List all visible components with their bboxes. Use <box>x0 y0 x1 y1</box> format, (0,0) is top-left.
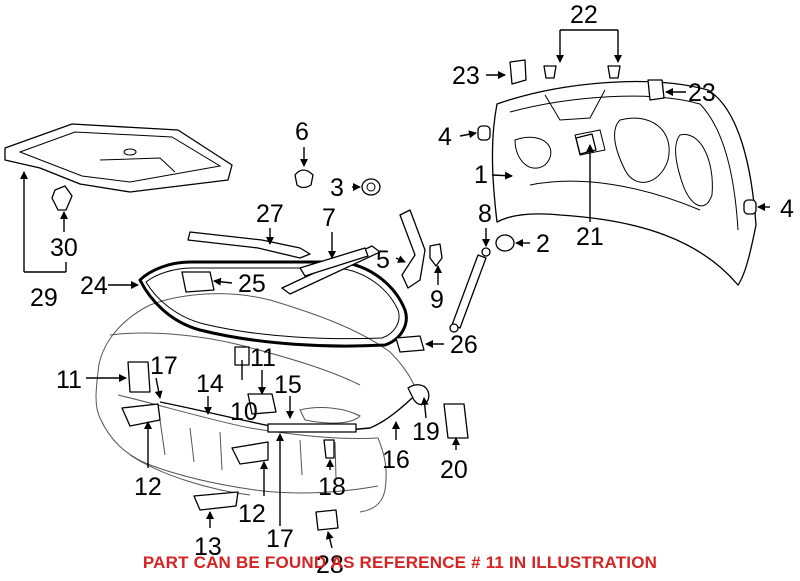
callout-8: 8 <box>478 200 492 228</box>
support-11a <box>127 361 151 393</box>
bumper-stop-2 <box>495 234 515 252</box>
callout-4-right: 4 <box>780 195 794 223</box>
callout-4-left: 4 <box>438 123 452 151</box>
leader-lines <box>20 29 770 549</box>
callout-13: 13 <box>194 533 222 561</box>
callout-19: 19 <box>412 418 440 446</box>
callout-2: 2 <box>536 230 550 258</box>
callout-17-bottom: 17 <box>266 525 294 553</box>
callout-14: 14 <box>196 370 224 398</box>
tray-13 <box>193 491 239 511</box>
callout-23-left: 23 <box>452 62 480 90</box>
callout-25: 25 <box>238 270 266 298</box>
callout-29: 29 <box>30 284 58 312</box>
callout-6: 6 <box>295 118 309 146</box>
callout-30: 30 <box>50 234 78 262</box>
callout-26: 26 <box>450 331 478 359</box>
cable-guide-28 <box>315 509 339 531</box>
bracket-23a <box>509 59 527 85</box>
callout-9: 9 <box>430 286 444 314</box>
callout-27: 27 <box>256 200 284 228</box>
callout-3: 3 <box>330 174 344 202</box>
bracket-7 <box>281 245 381 295</box>
bracket-20 <box>443 403 469 439</box>
callout-15: 15 <box>274 371 302 399</box>
hinge-5 <box>399 209 426 289</box>
callout-22: 22 <box>570 1 598 29</box>
callout-17-top: 17 <box>150 352 178 380</box>
seal-27 <box>187 231 311 259</box>
grommet-3 <box>361 178 381 196</box>
callout-11-left: 11 <box>56 366 82 394</box>
callout-24: 24 <box>80 272 108 300</box>
handle-16 <box>407 384 430 406</box>
callout-5: 5 <box>376 246 390 274</box>
striker-21 <box>575 133 597 155</box>
callout-23-right: 23 <box>688 79 716 107</box>
bracket-26 <box>395 335 425 353</box>
callout-20: 20 <box>440 456 468 484</box>
callout-labels: 22 23 23 4 1 4 21 2 8 3 6 7 27 5 9 24 25… <box>30 1 794 579</box>
callout-28: 28 <box>316 551 344 579</box>
fastener-22b <box>607 65 621 79</box>
callout-10: 10 <box>230 398 258 426</box>
callout-12-left: 12 <box>134 473 162 501</box>
callout-16: 16 <box>382 446 410 474</box>
hood-panel <box>491 80 757 286</box>
latch-25 <box>181 271 215 293</box>
callout-1: 1 <box>474 161 488 189</box>
callout-21: 21 <box>576 223 604 251</box>
hood-seal <box>138 260 408 348</box>
gas-strut-8 <box>449 247 491 333</box>
deflector-12b <box>231 441 269 465</box>
clip-9 <box>429 243 443 267</box>
stop-4a <box>477 125 491 141</box>
clip-18 <box>323 439 335 459</box>
callout-7: 7 <box>322 204 336 232</box>
fastener-22a <box>543 65 557 79</box>
clip-30 <box>51 185 73 211</box>
callout-12-right: 12 <box>238 500 266 528</box>
deflector-12a <box>121 403 161 427</box>
stop-4b <box>743 199 757 215</box>
reference-note: PART CAN BE FOUND AS REFERENCE # 11 IN I… <box>142 553 658 572</box>
plug-6 <box>294 169 314 189</box>
hood-insulator <box>4 123 233 193</box>
callout-11-center: 11 <box>250 344 276 372</box>
bracket-23b <box>647 79 665 101</box>
callout-18: 18 <box>318 473 346 501</box>
